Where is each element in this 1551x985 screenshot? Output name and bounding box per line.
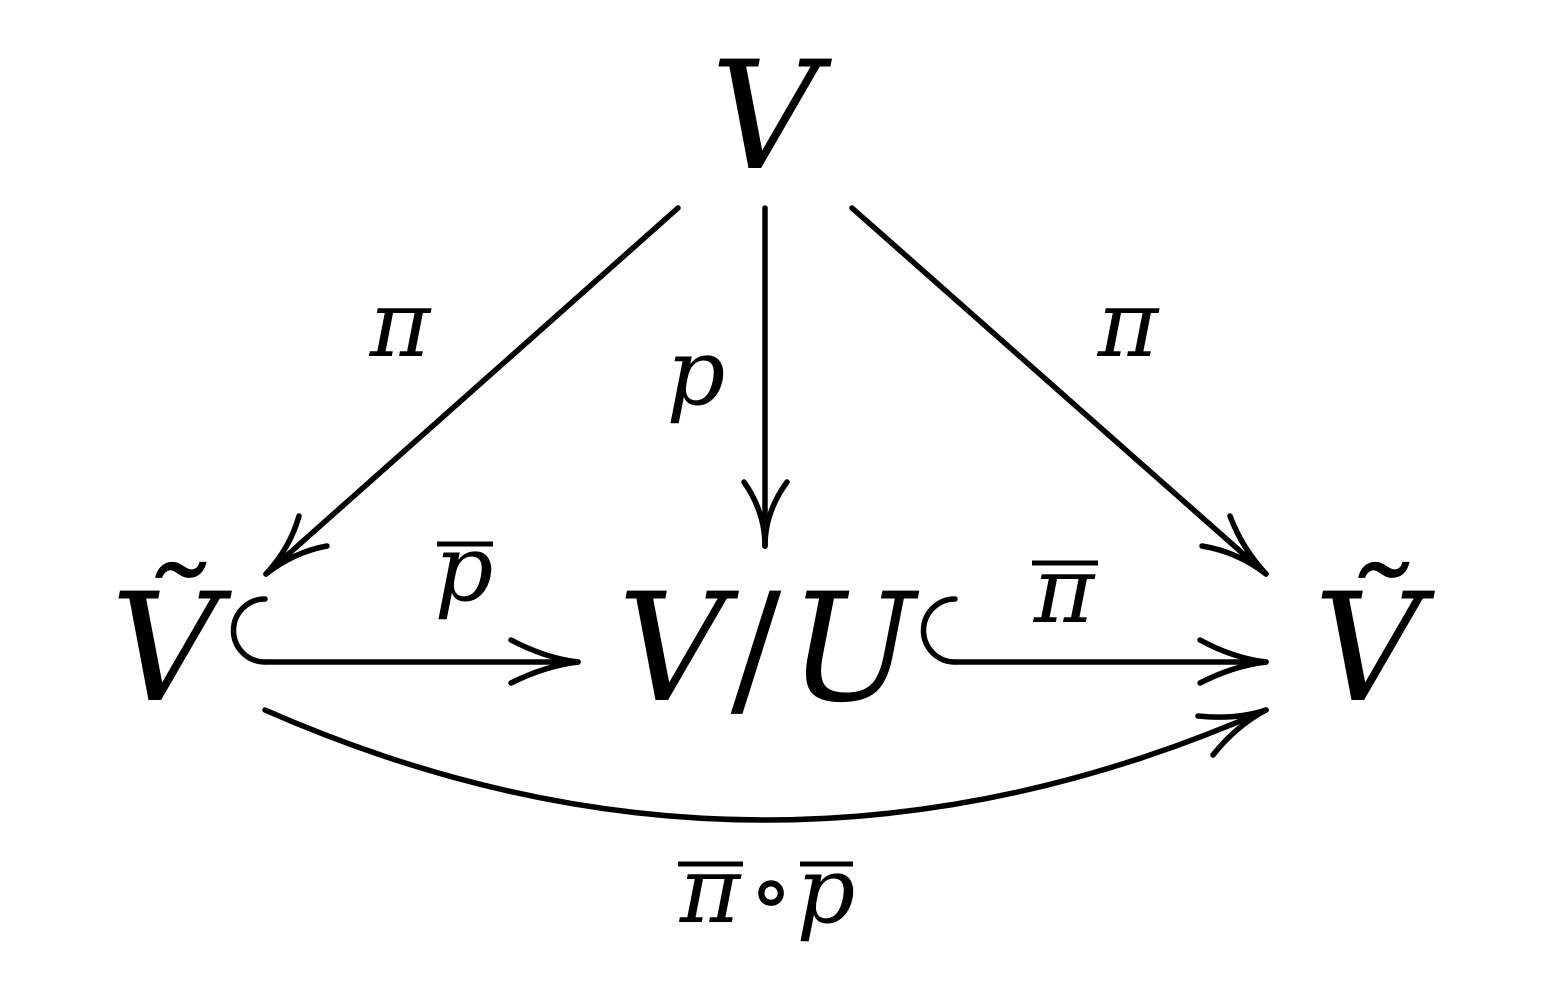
node-top-v: V [711, 30, 833, 204]
arrowhead [1227, 513, 1269, 577]
arrowhead [263, 513, 302, 577]
arrowhead [762, 479, 790, 549]
hook-arrow-quotient-to-right [920, 596, 1269, 686]
node-quotient-v: V [618, 562, 740, 736]
label-pi-bar: π [1032, 537, 1098, 644]
label-p-bar: p [435, 515, 494, 622]
hook-tail [230, 596, 268, 665]
arrow-top-to-quotient [741, 205, 790, 549]
node-quotient-slash: / [731, 562, 782, 736]
arrow-top-to-right [849, 205, 1269, 577]
node-quotient-u: U [789, 562, 920, 736]
label-p-bar-text: p [435, 515, 494, 622]
label-composite: π ∘ p [678, 837, 855, 944]
arrowhead [1197, 637, 1269, 665]
node-right-v-tilde: Ṽ [1314, 561, 1436, 736]
label-pi-right: π [1097, 271, 1160, 378]
arrowhead [1197, 659, 1269, 686]
hook-arrow-left-to-quotient [230, 596, 581, 686]
label-composite-p: p [797, 837, 856, 944]
arrow-top-to-left [263, 205, 681, 577]
arrowhead [1210, 707, 1269, 758]
label-composite-circ: ∘ [748, 837, 793, 944]
curved-arrow-composite [262, 707, 1269, 823]
hook-tail [920, 596, 958, 665]
arrowhead [508, 637, 581, 665]
label-pi-bar-text: π [1033, 537, 1096, 644]
label-p-vertical: p [667, 319, 726, 426]
label-pi-left: π [369, 271, 432, 378]
node-left-v-tilde: Ṽ [111, 561, 233, 736]
arrowhead [508, 659, 581, 686]
arrowhead [741, 479, 768, 549]
label-composite-pi: π [679, 837, 742, 944]
